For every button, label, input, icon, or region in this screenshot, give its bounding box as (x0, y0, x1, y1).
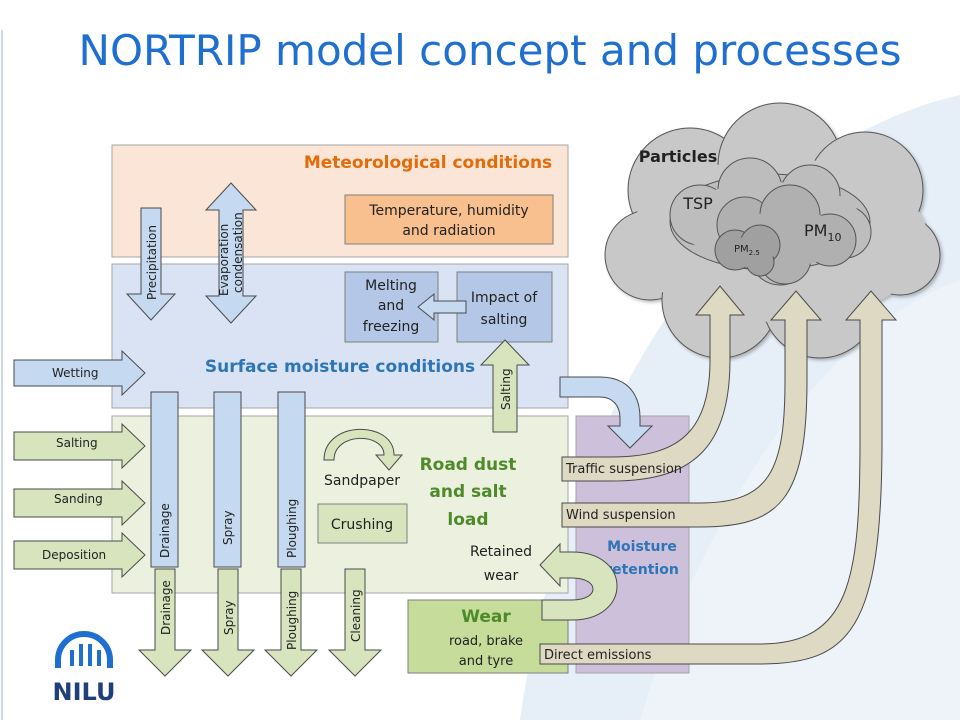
melting-label-line2: and (378, 298, 404, 314)
nilu-logo-bar4 (97, 650, 101, 666)
deposition-arrow (13, 531, 146, 579)
traffic-suspension-arrow (561, 285, 746, 482)
spray-bar (213, 391, 242, 568)
melting-label-line3: freezing (363, 319, 420, 335)
ploughing-label: Ploughing (285, 499, 299, 558)
wind-suspension-arrow (561, 290, 823, 528)
impact-of-salting-box (456, 271, 553, 343)
impact-label-line2: salting (481, 312, 528, 328)
spray-label: Spray (221, 510, 235, 545)
cleaning-label: Cleaning (349, 589, 363, 642)
drainage-out-arrow (137, 568, 193, 677)
precipitation-label: Precipitation (145, 225, 159, 300)
surface-to-retention-arrow (559, 376, 654, 449)
temperature-label-line1: Temperature, humidity (368, 203, 528, 219)
ploughing-out-arrow (263, 568, 319, 677)
pm10-label: PM10 (804, 221, 841, 244)
salting-up-arrow (479, 339, 531, 433)
moisture-retention-line1: Moisture (607, 539, 677, 555)
crushing-label: Crushing (331, 517, 393, 533)
road-dust-label-line2: and salt (429, 482, 506, 502)
road-dust-label-line3: load (447, 510, 488, 530)
ploughing-out-label: Ploughing (285, 591, 299, 650)
precipitation-arrow (125, 207, 177, 321)
nilu-logo-bar3 (88, 644, 92, 666)
nilu-logo-bar1 (70, 650, 74, 666)
wetting-label: Wetting (52, 366, 99, 380)
salting-up-label: Salting (499, 368, 513, 410)
sandpaper-curved-arrow (323, 428, 404, 471)
direct-emissions-label: Direct emissions (544, 648, 652, 663)
drainage-label: Drainage (158, 503, 172, 558)
wetting-arrow (13, 349, 146, 397)
deposition-label: Deposition (42, 548, 106, 562)
condensation-label: condensation (231, 212, 245, 293)
impact-to-melting-arrow (417, 292, 467, 322)
wear-label: Wear (461, 607, 511, 627)
temperature-label-line2: and radiation (402, 223, 495, 239)
pm25-label: PM2.5 (734, 244, 760, 257)
meteorological-label: Meteorological conditions (304, 153, 552, 173)
particles-label: Particles (639, 147, 717, 166)
retained-wear-u-arrow (539, 542, 618, 621)
impact-label-line1: Impact of (471, 290, 538, 306)
drainage-bar (150, 391, 179, 568)
drainage-out-label: Drainage (159, 580, 173, 635)
surface-moisture-label: Surface moisture conditions (205, 357, 475, 377)
retained-wear-line2: wear (484, 568, 519, 584)
pm25-cloud (714, 224, 781, 277)
page-title: NORTRIP model concept and processes (79, 26, 902, 75)
wind-suspension-label: Wind suspension (566, 508, 676, 523)
sanding-arrow (13, 479, 146, 527)
salting-in-label: Salting (56, 436, 98, 450)
nilu-logo-text: NILU (53, 678, 116, 706)
ploughing-bar (277, 391, 306, 568)
sandpaper-label: Sandpaper (324, 473, 400, 489)
direct-emissions-arrow (539, 290, 898, 665)
wear-sub-line1: road, brake (449, 634, 523, 649)
spray-out-label: Spray (222, 600, 236, 635)
spray-out-arrow (200, 568, 256, 677)
temperature-box (344, 194, 554, 245)
sanding-label: Sanding (54, 492, 103, 506)
evaporation-label: Evaporation (217, 224, 231, 296)
nilu-logo-bar2 (79, 644, 83, 666)
crushing-box (317, 503, 408, 544)
retained-wear-line1: Retained (470, 544, 532, 560)
salting-in-arrow (13, 422, 146, 470)
moisture-retention-line2: retention (605, 562, 679, 578)
evaporation-condensation-arrow (204, 182, 258, 324)
cleaning-arrow (327, 568, 383, 677)
melting-label-line1: Melting (365, 278, 417, 294)
traffic-suspension-label: Traffic suspension (565, 462, 682, 477)
tsp-label: TSP (682, 194, 713, 213)
nilu-logo-arc (55, 631, 113, 668)
nilu-logo: NILU (53, 631, 116, 706)
wear-sub-line2: and tyre (459, 654, 513, 669)
road-dust-label-line1: Road dust (420, 455, 517, 475)
